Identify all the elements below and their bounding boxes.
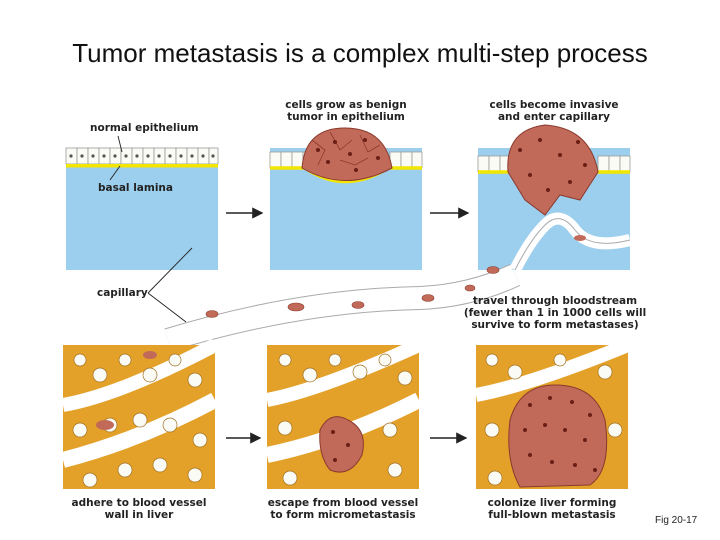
label-adhere: adhere to blood vessel wall in liver [71, 497, 207, 521]
label-invasive: cells become invasive and enter capillar… [489, 99, 619, 123]
panel-invasive [477, 124, 632, 273]
invasive-tumor-mass [507, 124, 599, 216]
leader-basal-lamina [109, 165, 121, 181]
panel-benign-tumor [269, 127, 423, 270]
leader-capillary-1 [147, 247, 193, 294]
label-escape: escape from blood vessel to form microme… [267, 497, 419, 521]
label-normal-epithelium: normal epithelium [90, 122, 199, 134]
benign-tumor-mass [301, 127, 393, 181]
label-capillary: capillary [97, 287, 148, 299]
bloodstream-vessel [164, 264, 521, 352]
label-benign-tumor: cells grow as benign tumor in epithelium [285, 99, 407, 123]
panel-colonize [474, 338, 631, 489]
label-basal-lamina: basal lamina [98, 182, 173, 194]
panel-escape [265, 338, 423, 489]
basal-lamina-line [66, 164, 218, 168]
leader-epithelium [117, 135, 123, 153]
panel-normal-epithelium [65, 147, 219, 270]
label-bloodstream: travel through bloodstream (fewer than 1… [463, 295, 647, 331]
slide-title: Tumor metastasis is a complex multi-step… [72, 38, 648, 68]
micrometastasis [319, 416, 364, 473]
leader-capillary-2 [147, 292, 187, 323]
panel-adhere [60, 338, 219, 489]
epithelial-cell-row [65, 147, 219, 165]
full-blown-metastasis [508, 384, 608, 488]
figure-reference: Fig 20-17 [655, 515, 698, 526]
label-colonize: colonize liver forming full-blown metast… [487, 497, 617, 521]
